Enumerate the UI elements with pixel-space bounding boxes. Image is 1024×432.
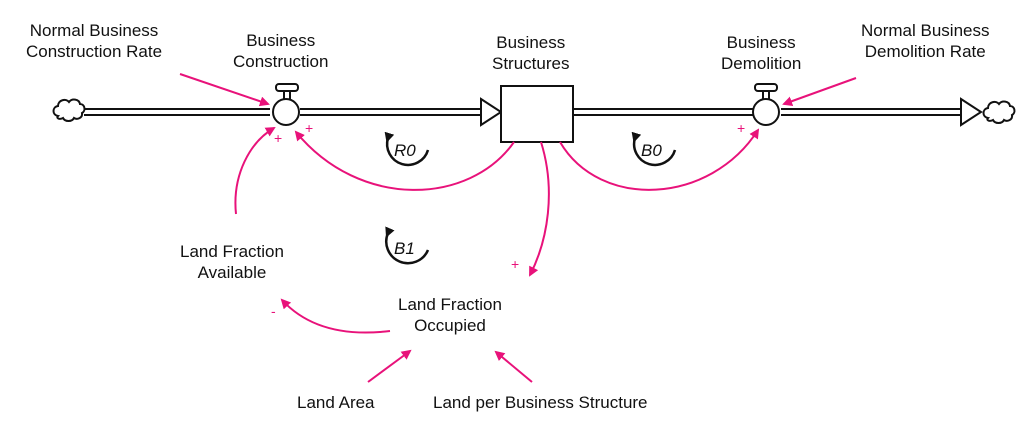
link-construction-rate-to-construction (179, 73, 270, 107)
construction-flow-pipe (84, 97, 503, 127)
link-land-area-to-land-occupied (367, 349, 412, 383)
loop-label-b1: B1 (394, 239, 415, 258)
demolition-flow-pipe (573, 97, 983, 127)
label-line: Normal Business (29, 21, 159, 40)
link-structures-to-demolition (559, 128, 760, 191)
loop-label-r0: R0 (394, 141, 416, 160)
link-structures-to-land-occupied (529, 141, 550, 277)
label-line: Available (197, 263, 267, 282)
flow-arrowhead-icon (480, 97, 503, 127)
polarity-plus: + (511, 256, 519, 272)
link-structures-to-construction (294, 130, 515, 191)
business-demolition-valve[interactable] (752, 83, 780, 126)
polarity-plus: + (737, 120, 745, 136)
variable-land-fraction-occupied[interactable]: Land Fraction Occupied (398, 294, 502, 336)
source-cloud-icon (52, 98, 86, 122)
link-demolition-rate-to-demolition (782, 77, 857, 106)
label-line: Land Area (297, 393, 375, 412)
label-line: Demolition Rate (864, 42, 986, 61)
label-line: Demolition (721, 54, 802, 73)
business-construction-valve[interactable] (272, 83, 300, 126)
label-line: Normal Business (861, 21, 990, 40)
variable-land-fraction-available[interactable]: Land Fraction Available (180, 241, 284, 283)
polarity-minus: - (271, 303, 276, 319)
label-line: Land per Business Structure (433, 393, 648, 412)
variable-land-per-business-structure[interactable]: Land per Business Structure (433, 392, 648, 413)
label-line: Construction Rate (26, 42, 163, 61)
link-land-available-to-construction (234, 126, 276, 215)
loop-b0-icon (631, 131, 677, 167)
loop-b1-icon (385, 226, 430, 265)
stock-business-structures-label[interactable]: Business Structures (492, 32, 569, 74)
label-line: Occupied (414, 316, 486, 335)
label-line: Business (726, 33, 796, 52)
variable-normal-business-construction-rate[interactable]: Normal Business Construction Rate (26, 20, 162, 62)
polarity-plus: + (305, 120, 313, 136)
label-line: Land Fraction (180, 242, 284, 261)
label-line: Business (246, 31, 316, 50)
variable-normal-business-demolition-rate[interactable]: Normal Business Demolition Rate (861, 20, 990, 62)
business-structures-stock[interactable] (500, 85, 574, 143)
link-land-occupied-to-land-available (280, 298, 391, 334)
sink-cloud-icon (982, 100, 1016, 124)
label-line: Business (496, 33, 566, 52)
flow-business-demolition-label[interactable]: Business Demolition (721, 32, 801, 74)
polarity-plus: + (274, 130, 282, 146)
variable-land-area[interactable]: Land Area (297, 392, 375, 413)
loop-label-b0: B0 (641, 141, 662, 160)
flow-arrowhead-icon (960, 97, 983, 127)
label-line: Construction (233, 52, 329, 71)
loop-r0-icon (384, 131, 430, 167)
flow-business-construction-label[interactable]: Business Construction (233, 30, 328, 72)
link-land-per-structure-to-land-occupied (494, 350, 533, 383)
label-line: Structures (492, 54, 570, 73)
label-line: Land Fraction (398, 295, 502, 314)
